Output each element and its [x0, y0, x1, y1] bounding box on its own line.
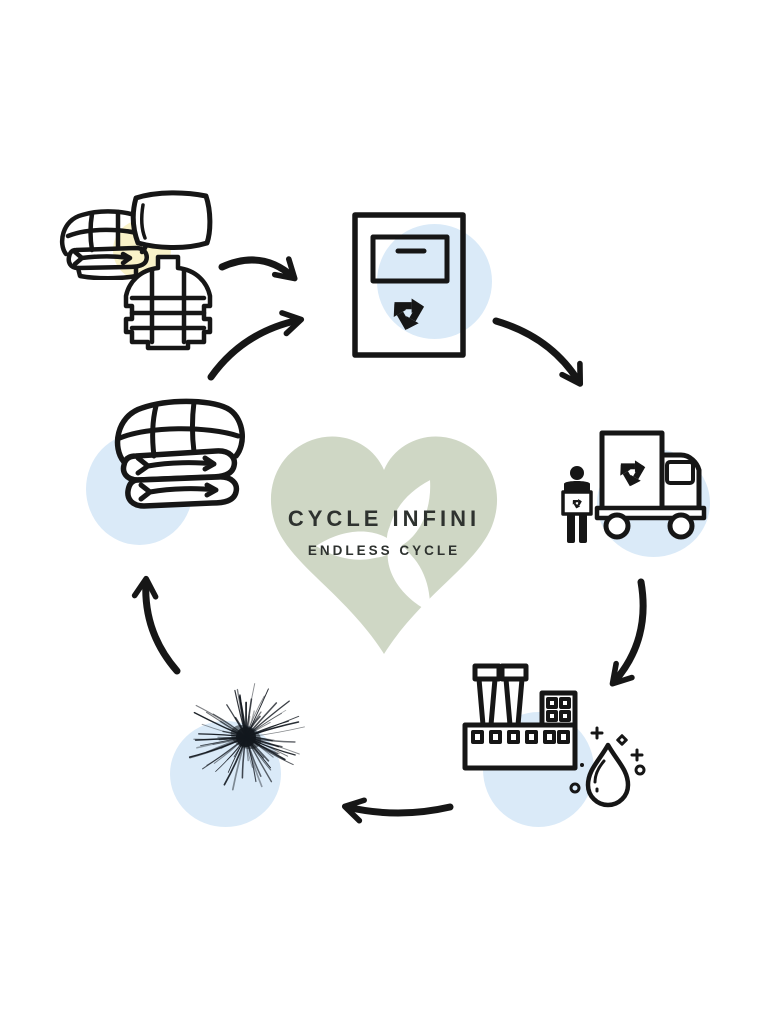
water-drop-icon	[585, 742, 631, 808]
donation-box-icon	[352, 212, 466, 358]
recycling-truck-icon	[561, 430, 707, 543]
arrow-box-to-truck	[492, 317, 584, 387]
arrow-factory-to-feathers	[341, 797, 454, 824]
arrow-products-to-box-lower	[207, 310, 305, 381]
pillow-icon	[130, 190, 213, 251]
arrow-truck-to-factory	[609, 578, 647, 687]
heart-logo	[270, 436, 498, 654]
arrow-products-to-box-upper	[218, 256, 298, 282]
puffer-jacket-icon	[123, 254, 213, 351]
arrow-feathers-to-duvet	[131, 575, 181, 675]
feather-leaves-motif	[316, 480, 431, 612]
person-with-box-icon	[561, 466, 593, 543]
feather-cluster-icon	[188, 683, 305, 791]
sparkles-icon	[569, 726, 646, 794]
new-folded-duvet-icon	[114, 398, 245, 509]
factory-icon	[462, 663, 646, 808]
